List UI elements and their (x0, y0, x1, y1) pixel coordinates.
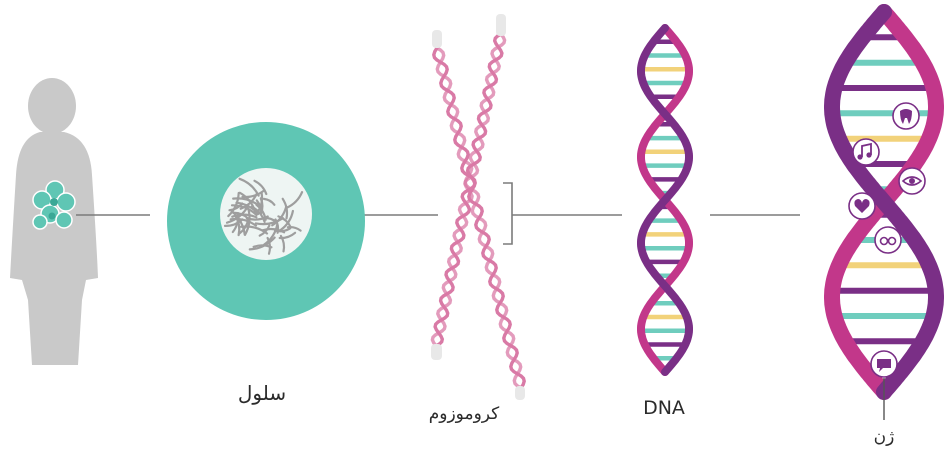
chromatid-strand (437, 48, 521, 388)
cell-label: سلول (238, 381, 286, 405)
chromosome (431, 14, 525, 400)
person-body (10, 132, 98, 365)
gene-label: ژن (874, 427, 895, 447)
dna-double-helix (641, 28, 689, 372)
glasses-icon (875, 227, 901, 253)
chromosome-label: کروموزوم (429, 404, 500, 424)
helix-backbone-b (641, 28, 689, 372)
cell-diagram (167, 122, 365, 320)
dna-label: DNA (643, 397, 685, 419)
chromosome-bracket (503, 183, 512, 244)
telomere-top-right (496, 14, 506, 36)
music-note-icon (853, 139, 879, 165)
gene-helix (832, 12, 936, 392)
speech-bubble-icon (871, 351, 897, 377)
telomere-top-left (432, 30, 442, 48)
tooth-icon (893, 103, 919, 129)
telomere-bottom-left (431, 344, 442, 360)
person-head (28, 78, 76, 134)
telomere-bottom-right (515, 386, 525, 400)
eye-icon (899, 168, 925, 194)
heart-icon (849, 193, 875, 219)
chromatid-left (434, 48, 524, 388)
